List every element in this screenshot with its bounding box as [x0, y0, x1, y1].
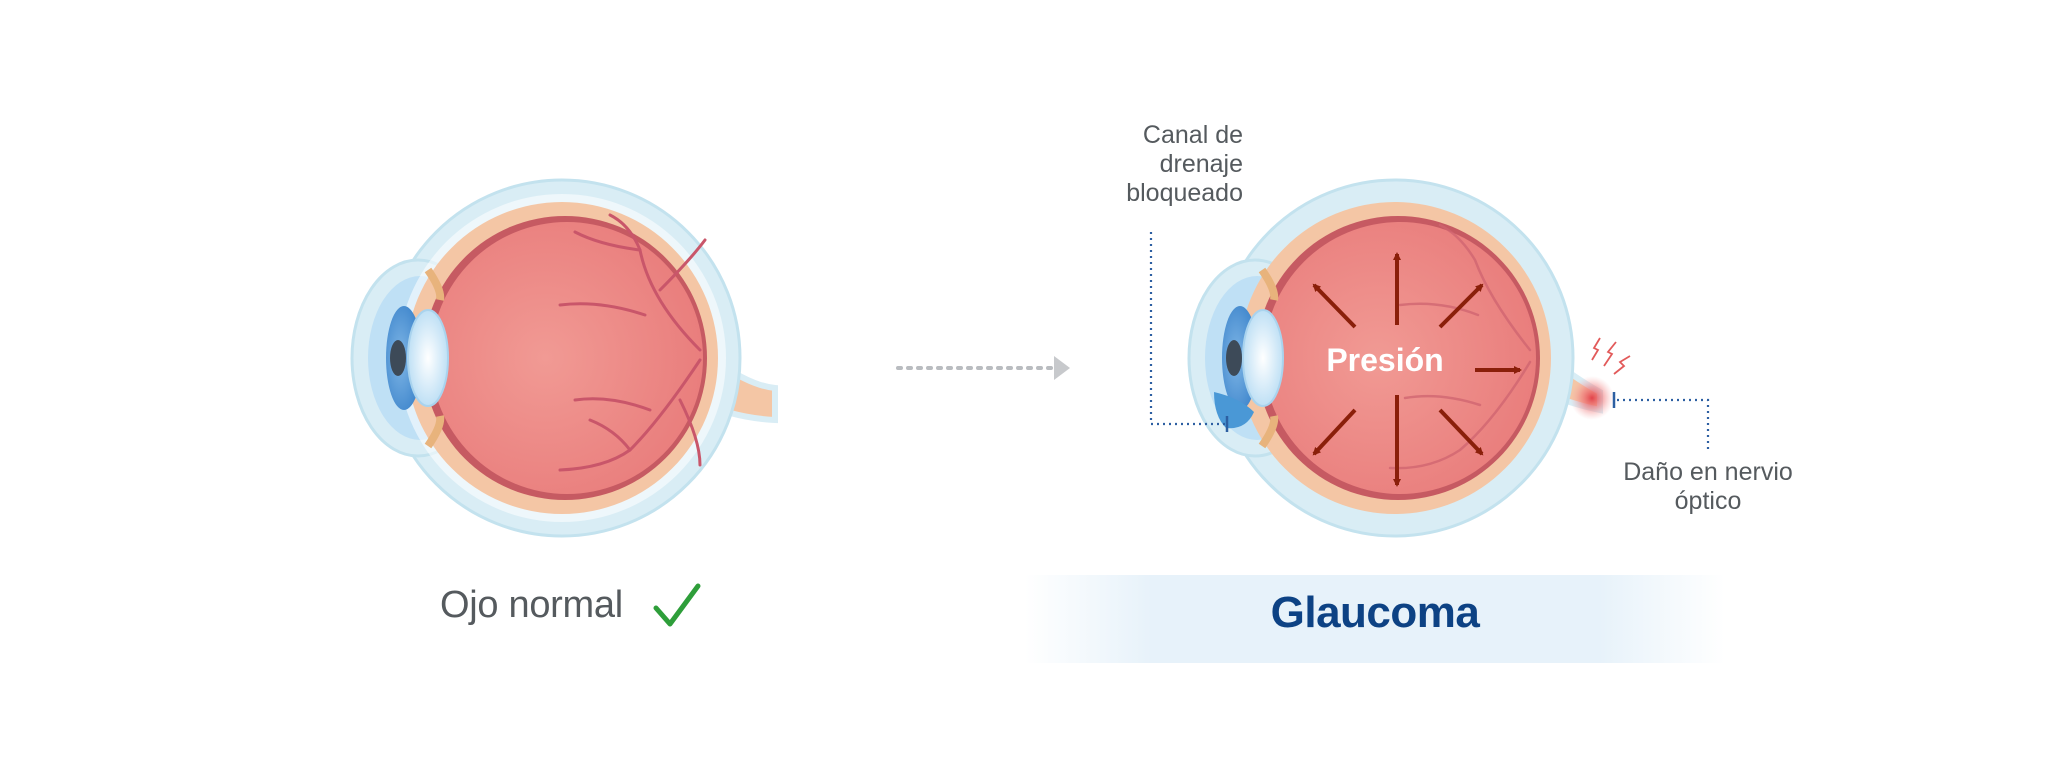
nerve-label-line: Daño en nervio — [1623, 458, 1793, 486]
arrow-up-right — [1438, 283, 1484, 329]
glaucoma-pupil — [1226, 340, 1242, 376]
glaucoma-ciliary-body — [1258, 267, 1279, 449]
glaucoma-title-band — [1025, 575, 1725, 663]
ciliary-body — [424, 267, 445, 449]
drainage-label-line: Canal de — [1142, 121, 1243, 149]
drainage-label: Canal de drenaje bloqueado — [1070, 121, 1243, 208]
lens — [407, 309, 449, 407]
transition-arrow — [896, 356, 1070, 380]
nerve-damage-glow — [1570, 376, 1614, 420]
blood-vessels — [558, 213, 707, 472]
arrow-up-left — [1312, 283, 1357, 329]
nerve-label-line: óptico — [1674, 487, 1742, 515]
drainage-callout-line — [1149, 232, 1226, 426]
glaucoma-blood-vessels — [1388, 223, 1532, 470]
pressure-arrows — [1312, 252, 1522, 487]
damage-sparks-icon — [1591, 337, 1631, 375]
pupil — [390, 340, 406, 376]
glaucoma-eye — [1149, 178, 1710, 538]
nerve-damage-label: Daño en nervio óptico — [1600, 458, 1816, 516]
arrow-down-left — [1312, 408, 1357, 456]
drainage-label-line: bloqueado — [1126, 179, 1243, 207]
vitreous — [431, 222, 703, 494]
blocked-drainage — [1214, 392, 1254, 429]
glaucoma-vitreous — [1264, 222, 1536, 494]
normal-eye — [350, 178, 778, 538]
arrow-down-right — [1438, 408, 1484, 456]
normal-eye-label: Ojo normal — [440, 584, 623, 626]
nerve-callout-line — [1617, 398, 1710, 452]
pressure-label: Presión — [1326, 342, 1444, 378]
glaucoma-lens — [1242, 309, 1284, 407]
checkmark-icon — [653, 583, 701, 627]
glaucoma-title: Glaucoma — [1270, 588, 1480, 637]
drainage-label-line: drenaje — [1159, 150, 1243, 178]
